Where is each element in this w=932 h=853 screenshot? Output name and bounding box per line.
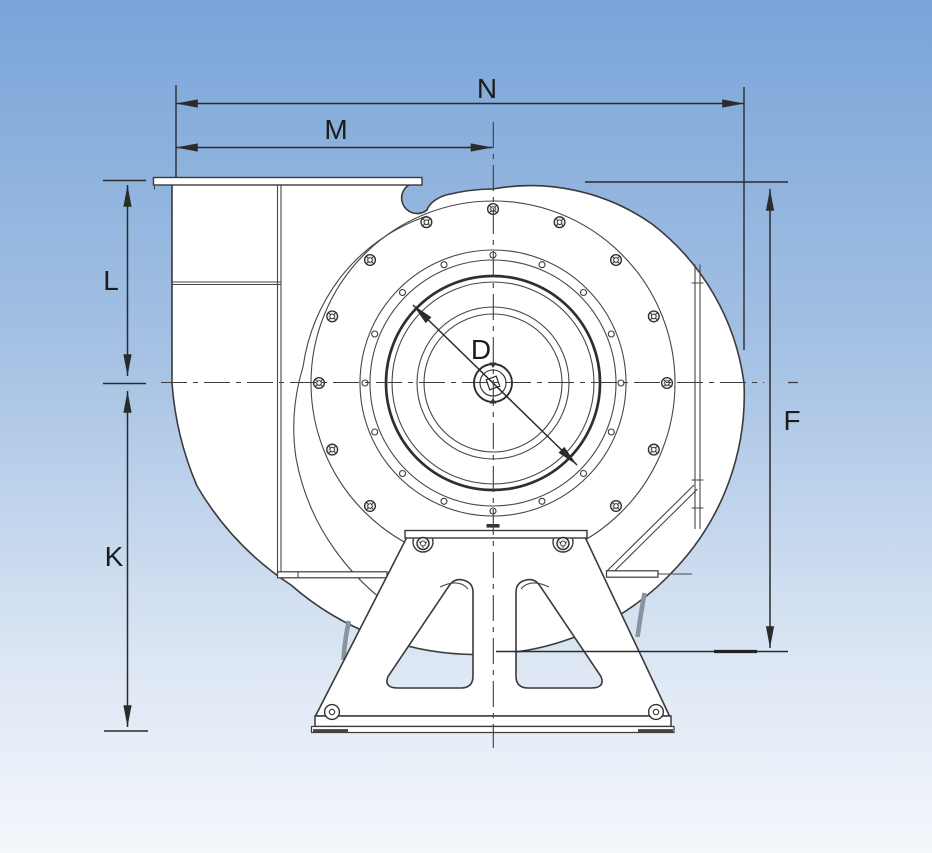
dimension-m: M (175, 114, 493, 152)
top-flange-plate (152, 176, 423, 190)
dimension-k: K (104, 390, 148, 732)
dimension-f: F (496, 181, 801, 654)
dim-label-k: K (105, 541, 124, 572)
dim-label-n: N (477, 73, 497, 104)
dimension-l: L (103, 179, 146, 385)
dim-label-l: L (103, 265, 119, 296)
duct-seams (172, 184, 282, 572)
dimension-d: D (412, 304, 578, 466)
stand-top-plate (404, 529, 588, 539)
dim-label-d: D (471, 334, 491, 365)
outlet-flange-strip (691, 264, 704, 529)
scroll-edge-shadows (341, 592, 647, 661)
dim-label-m: M (324, 114, 347, 145)
volute-inner-seam (293, 215, 428, 599)
dimension-n: N (175, 73, 745, 350)
dim-label-f: F (783, 405, 800, 436)
